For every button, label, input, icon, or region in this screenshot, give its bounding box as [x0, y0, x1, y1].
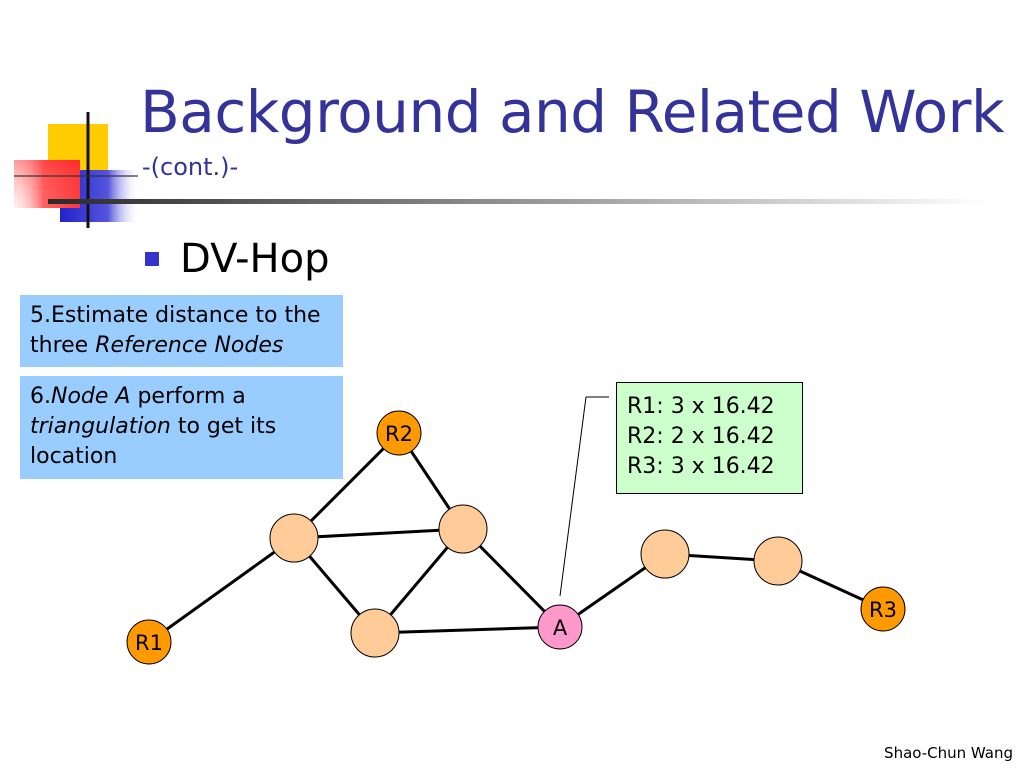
edge-n1-r2	[292, 431, 401, 540]
edge-n1-n2	[293, 527, 464, 540]
node-circle	[438, 504, 488, 554]
step5-callout: 5.Estimate distance to the three Referen…	[20, 295, 343, 367]
slide-subtitle: -(cont.)-	[142, 153, 239, 181]
step6-num: 6.	[30, 384, 51, 409]
node-circle	[126, 619, 172, 665]
node-label: R1	[135, 631, 163, 655]
bullet-item: DV-Hop	[145, 236, 330, 282]
step6-italic-triangulation: triangulation	[30, 414, 171, 439]
node-n5	[753, 536, 803, 586]
node-circle	[376, 410, 422, 456]
edge-n3-a	[374, 625, 561, 635]
node-label: R3	[869, 598, 897, 622]
callout-pointer	[559, 396, 587, 597]
step6-italic-node: Node A	[51, 384, 131, 409]
slide-title: Background and Related Work	[140, 78, 1005, 146]
bullet-square-icon	[145, 252, 159, 266]
node-circle	[537, 604, 583, 650]
hop-line-r1: R1: 3 x 16.42	[627, 394, 775, 419]
node-n3	[350, 608, 400, 658]
node-circle	[350, 608, 400, 658]
corner-logo	[14, 112, 140, 228]
node-r1: R1	[126, 619, 172, 665]
node-r3: R3	[860, 586, 906, 632]
step5-text: 5.Estimate distance to the three	[30, 303, 321, 358]
node-circle	[753, 536, 803, 586]
node-n4	[640, 529, 690, 579]
node-circle	[860, 586, 906, 632]
step6-callout: 6.Node A perform a triangulation to get i…	[20, 376, 343, 479]
footer-author: Shao-Chun Wang	[884, 744, 1013, 762]
step6-mid: perform a	[130, 384, 246, 409]
node-circle	[640, 529, 690, 579]
hop-line-r3: R3: 3 x 16.42	[627, 454, 775, 479]
step6-rest: to get its location	[30, 414, 277, 469]
hop-line-r2: R2: 2 x 16.42	[627, 424, 775, 449]
node-r2: R2	[376, 410, 422, 456]
bullet-text: DV-Hop	[180, 236, 330, 282]
title-divider	[48, 199, 988, 204]
node-circle	[269, 513, 319, 563]
edge-r1-n1	[148, 536, 295, 644]
node-label: R2	[385, 422, 413, 446]
step5-italic: Reference Nodes	[95, 333, 284, 358]
hop-distance-callout: R1: 3 x 16.42 R2: 2 x 16.42 R3: 3 x 16.4…	[616, 382, 803, 494]
node-a: A	[537, 604, 583, 650]
node-n1	[269, 513, 319, 563]
node-label: A	[553, 616, 568, 640]
node-n2	[438, 504, 488, 554]
